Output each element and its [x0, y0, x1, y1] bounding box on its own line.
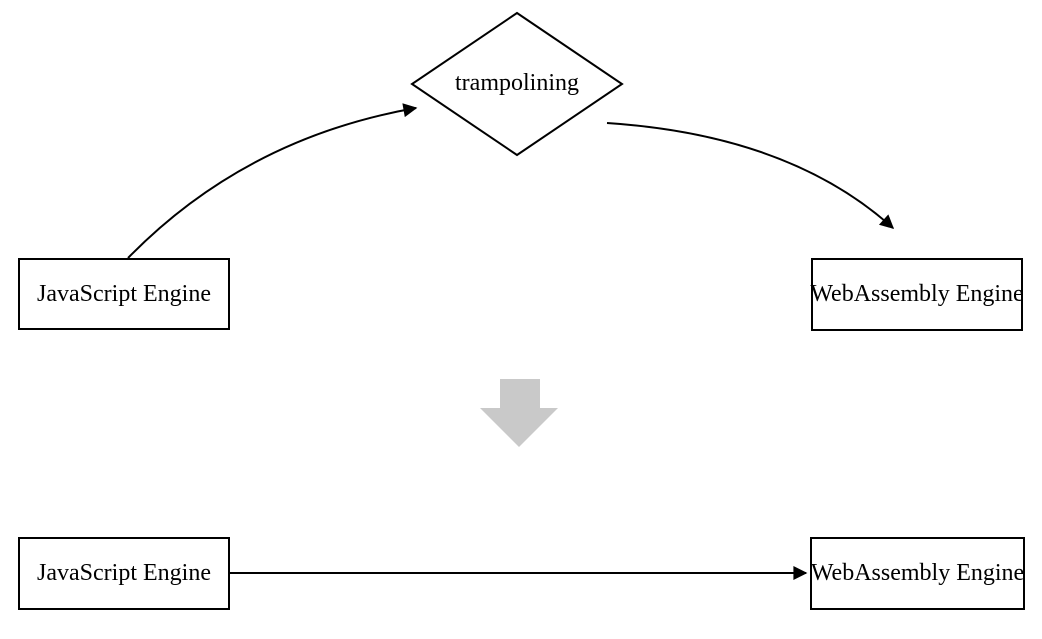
wasm-engine-box-after: WebAssembly Engine: [810, 537, 1025, 610]
wasm-engine-label: WebAssembly Engine: [810, 281, 1024, 307]
trampolining-diamond: [410, 11, 624, 157]
js-engine-label: JavaScript Engine: [37, 560, 211, 586]
wasm-engine-label: WebAssembly Engine: [810, 560, 1025, 586]
curved-arrow-trampolining-to-wasm: [606, 122, 895, 229]
js-engine-label: JavaScript Engine: [37, 280, 211, 307]
down-arrow-icon: [480, 379, 558, 447]
curved-arrow-js-to-trampolining: [127, 103, 418, 259]
trampolining-label: trampolining: [455, 70, 579, 96]
js-engine-box-before: JavaScript Engine: [18, 258, 230, 330]
wasm-engine-box-before: WebAssembly Engine: [810, 258, 1024, 331]
js-engine-box-after: JavaScript Engine: [18, 537, 230, 610]
